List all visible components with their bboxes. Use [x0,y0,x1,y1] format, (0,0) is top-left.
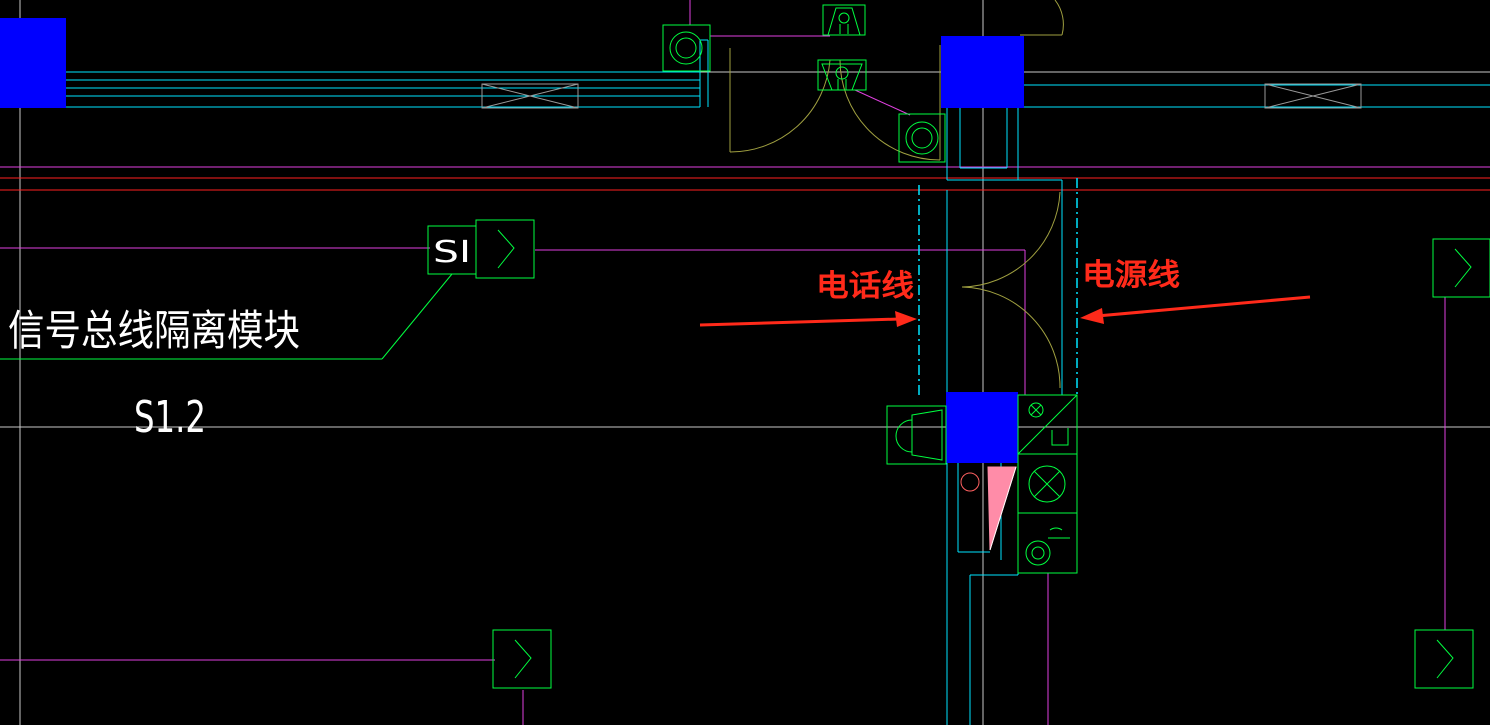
module-ref-label: S1.2 [134,392,206,443]
column-middle [946,392,1018,463]
detector-icon-door [898,113,946,163]
door-swings [729,0,1064,389]
power-line-label: 电源线 [1082,258,1180,293]
isolation-module-label: 信号总线隔离模块 [8,306,300,355]
leader-line [0,273,453,360]
red-lines [0,177,1490,191]
shaft-marker [960,466,1017,551]
isolation-module-symbol: SI [427,219,535,279]
phone-line-arrowhead [895,311,917,327]
speaker-icon [886,405,947,465]
phone-line-arrow [699,317,901,327]
window-hatch-left [481,83,579,109]
phone-line-annotation: 电话线 [699,269,917,327]
power-line-arrowhead [1080,308,1104,324]
module-symbol-right-top [1432,238,1490,298]
phone-line-label: 电话线 [816,269,914,304]
power-line-arrow [1096,295,1311,318]
column-top-left [0,18,66,108]
column-top-right [941,36,1024,108]
detector-icon-top [662,24,711,72]
module-code-text: SI [433,235,471,270]
module-symbol-right-bottom [1414,629,1474,689]
dashdot-lines [918,178,1078,395]
sanitary-icon-middle [817,59,867,91]
sanitary-icon-top [822,4,866,36]
structural-columns [0,18,1024,463]
equipment-stack [1017,394,1078,574]
module-symbol-bottom-left [492,629,552,689]
walls [0,39,1490,725]
power-line-annotation: 电源线 [1080,258,1311,324]
window-hatch-right [1264,83,1362,109]
